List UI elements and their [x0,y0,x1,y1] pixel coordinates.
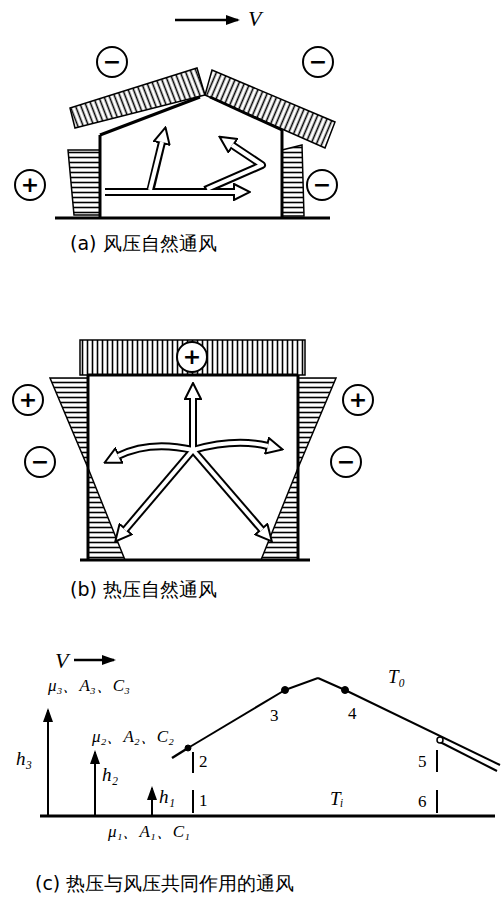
diagram-label: V [55,648,68,674]
figure-c [40,660,500,816]
sign-text: + [349,389,367,411]
pressure-sign: + [176,341,208,373]
diagram-label: 3 [270,706,279,726]
figure-caption: (a) 风压自然通风 [70,232,217,255]
sign-text: − [337,451,355,473]
diagram-label: 6 [418,792,427,812]
diagram-label: 1 [199,791,208,811]
figure-a [55,20,335,218]
diagram-label: 5 [418,752,427,772]
pressure-sign: − [24,446,56,478]
diagram-label: 2 [199,752,208,772]
diagram-label: V [248,6,261,32]
pressure-sign: − [330,446,362,478]
sign-text: + [21,174,39,196]
sign-text: − [309,51,327,73]
pressure-sign: + [12,384,44,416]
diagram-label: μ₃、A₃、C₃ [48,676,130,696]
pressure-sign: + [14,169,46,201]
pressure-sign: + [342,384,374,416]
figure-b [50,340,336,560]
diagram-label: 4 [348,704,357,724]
pressure-sign: − [306,169,338,201]
diagram-label: T₀ [388,666,405,689]
diagram-label: μ₁、A₁、C₁ [108,822,190,842]
figure-caption: (c) 热压与风压共同作用的通风 [35,872,294,895]
sign-text: − [103,51,121,73]
diagram-label: μ₂、A₂、C₂ [92,727,174,747]
figure-caption: (b) 热压自然通风 [70,578,217,601]
diagram-label: h₃ [16,748,32,771]
diagram-label: h₂ [102,764,118,787]
sign-text: + [183,346,201,368]
diagram-label: h₁ [159,786,175,809]
pressure-sign: − [302,46,334,78]
sign-text: − [31,451,49,473]
pressure-sign: − [96,46,128,78]
sign-text: − [313,174,331,196]
diagram-label: Tᵢ [330,788,344,811]
sign-text: + [19,389,37,411]
